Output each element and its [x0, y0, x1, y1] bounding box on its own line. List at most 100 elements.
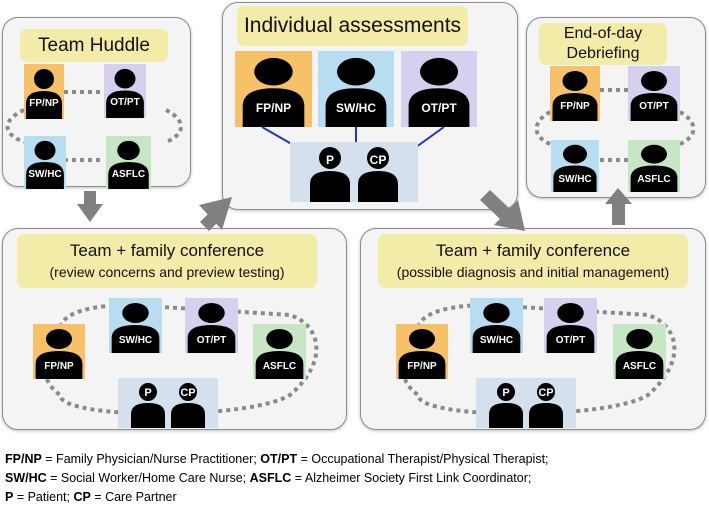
conference-diagnosis-dotted-loop [401, 302, 677, 416]
person-icon [26, 69, 62, 119]
team-huddle-title: Team Huddle [20, 29, 168, 62]
conference-review-fpnp-label: FP/NP [44, 361, 74, 372]
legend: FP/NP = Family Physician/Nurse Practitio… [5, 450, 549, 507]
individual-family-tile: P CP [290, 142, 418, 202]
conference-review-asflc-tile: ASFLC [253, 324, 306, 379]
individual-fpnp-tile: FP/NP [235, 51, 312, 127]
conference-review-family-tile: P CP [118, 378, 218, 428]
individual-fpnp-label: FP/NP [255, 101, 292, 115]
conference-diagnosis-asflc-label: ASFLC [622, 361, 657, 372]
debrief-fpnp-label: FP/NP [560, 101, 590, 112]
debrief-otpt-label: OT/PT [639, 101, 669, 112]
legend-desc: = Social Worker/Home Care Nurse; [46, 471, 250, 485]
legend-desc: = Occupational Therapist/Physical Therap… [297, 452, 549, 466]
conference-diagnosis-otpt-tile: OT/PT [544, 298, 597, 353]
legend-line-2: SW/HC = Social Worker/Home Care Nurse; A… [5, 469, 549, 488]
legend-abbr: ASFLC [249, 471, 292, 485]
individual-otpt-tile: OT/PT [401, 51, 477, 127]
conference-diagnosis-patient-label: P [502, 387, 510, 399]
individual-patient-label: P [325, 153, 334, 167]
legend-desc: = Care Partner [90, 490, 177, 504]
flow-arrows [77, 188, 632, 231]
person-icon [242, 57, 305, 127]
person-icon [325, 57, 387, 127]
legend-abbr: FP/NP [5, 452, 42, 466]
legend-desc: = Family Physician/Nurse Practitioner; [41, 452, 261, 466]
conference-review-title-line1: Team + family conference [69, 241, 265, 260]
person-icon [546, 303, 595, 353]
conference-review-otpt-tile: OT/PT [185, 298, 238, 353]
conference-diagnosis-otpt-label: OT/PT [555, 335, 586, 346]
debrief-swhc-tile: SW/HC [551, 140, 599, 192]
arrow-huddle-to-conference1 [77, 191, 103, 222]
individual-carepartner-label: CP [369, 153, 387, 167]
conference-diagnosis-title: Team + family conference (possible diagn… [378, 234, 688, 288]
huddle-asflc-label: ASFLC [111, 169, 146, 180]
person-icon [553, 144, 597, 192]
debriefing-title-line2: Debriefing [566, 45, 640, 62]
conference-review-title: Team + family conference (review concern… [17, 234, 317, 288]
huddle-otpt-tile: OT/PT [104, 64, 146, 118]
person-icon [552, 71, 598, 121]
debrief-otpt-tile: OT/PT [628, 66, 680, 121]
debriefing-title: End-of-day Debriefing [539, 23, 667, 65]
huddle-dotted-loop [5, 90, 183, 162]
individual-otpt-label: OT/PT [421, 101, 457, 115]
person-icon [615, 329, 664, 379]
person-icon [111, 303, 160, 353]
conference-review-otpt-label: OT/PT [196, 335, 227, 346]
legend-line-1: FP/NP = Family Physician/Nurse Practitio… [5, 450, 549, 469]
conference-diagnosis-family-tile: P CP [476, 378, 576, 428]
conference-diagnosis-fpnp-label: FP/NP [407, 361, 437, 372]
legend-abbr: CP [73, 490, 91, 504]
family-icon [310, 147, 398, 202]
family-icon [131, 383, 205, 428]
person-icon [255, 329, 304, 379]
legend-abbr: P [5, 490, 14, 504]
debrief-fpnp-tile: FP/NP [550, 66, 600, 121]
debrief-asflc-tile: ASFLC [628, 140, 680, 192]
debrief-swhc-label: SW/HC [558, 174, 592, 185]
individual-swhc-label: SW/HC [336, 101, 376, 115]
person-icon [108, 140, 149, 189]
person-icon [35, 329, 83, 379]
huddle-swhc-label: SW/HC [28, 169, 62, 180]
legend-abbr: SW/HC [5, 471, 47, 485]
person-icon [472, 303, 521, 353]
person-icon [187, 303, 236, 353]
legend-abbr: OT/PT [260, 452, 298, 466]
huddle-swhc-tile: SW/HC [24, 136, 66, 189]
legend-line-3: P = Patient; CP = Care Partner [5, 488, 549, 507]
conference-diagnosis-title-line2: (possible diagnosis and initial manageme… [396, 264, 670, 280]
conference-review-swhc-tile: SW/HC [109, 298, 162, 353]
person-icon [408, 57, 470, 127]
huddle-asflc-tile: ASFLC [106, 136, 151, 189]
individual-assessments-title: Individual assessments [237, 6, 468, 46]
person-icon [26, 140, 64, 189]
conference-review-swhc-label: SW/HC [118, 335, 153, 346]
conference-review-fpnp-tile: FP/NP [33, 324, 85, 379]
individual-swhc-tile: SW/HC [318, 51, 394, 127]
arrow-individual-to-conference2 [480, 190, 525, 231]
family-icon [489, 383, 563, 428]
conference-diagnosis-carepartner-label: CP [538, 387, 554, 399]
conference-diagnosis-swhc-tile: SW/HC [470, 298, 523, 353]
person-icon [106, 68, 144, 118]
arrow-conference2-to-debrief [605, 188, 632, 225]
huddle-fpnp-tile: FP/NP [24, 64, 64, 119]
conference-review-asflc-label: ASFLC [262, 361, 297, 372]
person-icon [630, 144, 678, 192]
conference-review-carepartner-label: CP [180, 387, 196, 399]
conference-diagnosis-fpnp-tile: FP/NP [396, 324, 448, 379]
conference-review-title-line2: (review concerns and preview testing) [49, 264, 285, 280]
legend-desc: = Patient; [13, 490, 74, 504]
debrief-asflc-label: ASFLC [637, 174, 671, 185]
conference-diagnosis-asflc-tile: ASFLC [613, 324, 666, 379]
conference-review-patient-label: P [144, 387, 152, 399]
person-icon [398, 329, 446, 379]
debriefing-title-line1: End-of-day [563, 25, 643, 42]
arrow-conference1-to-individual [199, 197, 232, 231]
conference-diagnosis-title-line1: Team + family conference [435, 241, 631, 260]
huddle-fpnp-label: FP/NP [29, 98, 59, 109]
